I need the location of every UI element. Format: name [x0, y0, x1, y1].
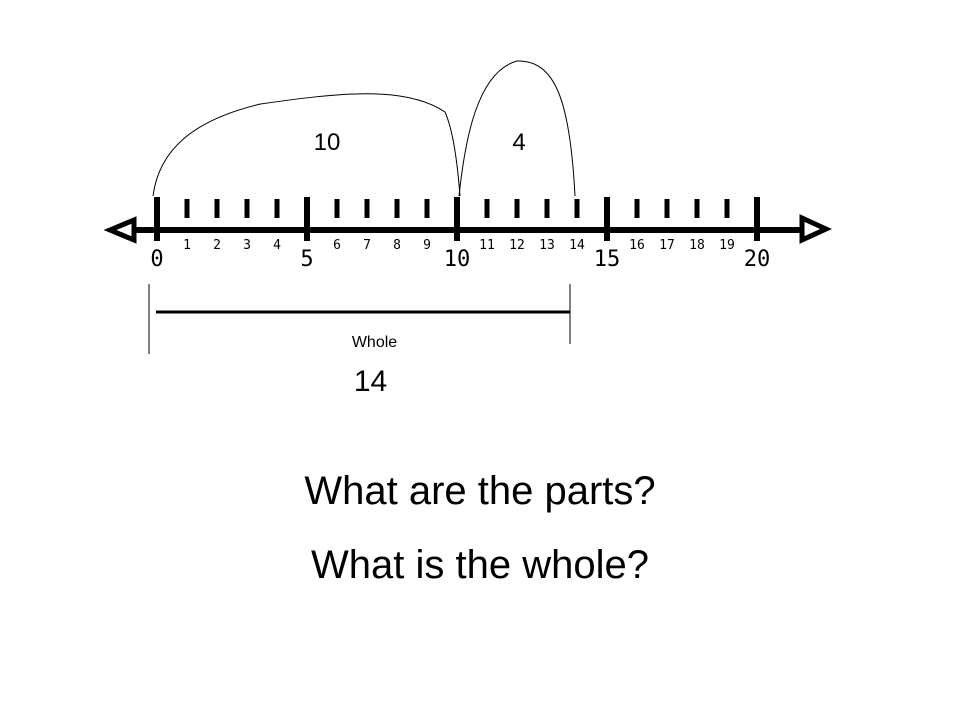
minor-label-7: 7 [363, 238, 371, 253]
question-whole: What is the whole? [311, 543, 649, 587]
minor-label-13: 13 [539, 238, 555, 253]
minor-label-8: 8 [393, 238, 401, 253]
minor-label-16: 16 [629, 238, 645, 253]
minor-label-1: 1 [183, 238, 191, 253]
right-arrow-icon [799, 214, 833, 244]
minor-label-12: 12 [509, 238, 525, 253]
major-label-5: 5 [300, 247, 313, 272]
whole-caption: Whole [352, 334, 397, 351]
jump-arcs [152, 60, 576, 197]
minor-label-2: 2 [213, 238, 221, 253]
major-label-0: 0 [150, 247, 163, 272]
minor-label-11: 11 [479, 238, 495, 253]
jump-arc-0-10 [152, 93, 461, 197]
minor-label-14: 14 [569, 238, 585, 253]
whole-bracket: Whole 14 [148, 284, 571, 398]
minor-label-19: 19 [719, 238, 735, 253]
jump-label-0-10: 10 [314, 129, 341, 156]
jump-labels: 10 4 [314, 129, 526, 156]
minor-label-6: 6 [333, 238, 341, 253]
minor-label-18: 18 [689, 238, 705, 253]
major-label-20: 20 [744, 247, 771, 272]
minor-label-3: 3 [243, 238, 251, 253]
minor-label-9: 9 [423, 238, 431, 253]
major-label-15: 15 [594, 247, 621, 272]
minor-label-4: 4 [273, 238, 281, 253]
jump-label-10-14: 4 [512, 129, 525, 156]
minor-label-17: 17 [659, 238, 675, 253]
tick-marks [154, 197, 760, 241]
jump-arc-10-14 [458, 60, 576, 197]
whole-value: 14 [354, 365, 387, 398]
left-arrow-icon [103, 216, 137, 244]
major-label-10: 10 [444, 247, 471, 272]
question-parts: What are the parts? [304, 469, 656, 513]
